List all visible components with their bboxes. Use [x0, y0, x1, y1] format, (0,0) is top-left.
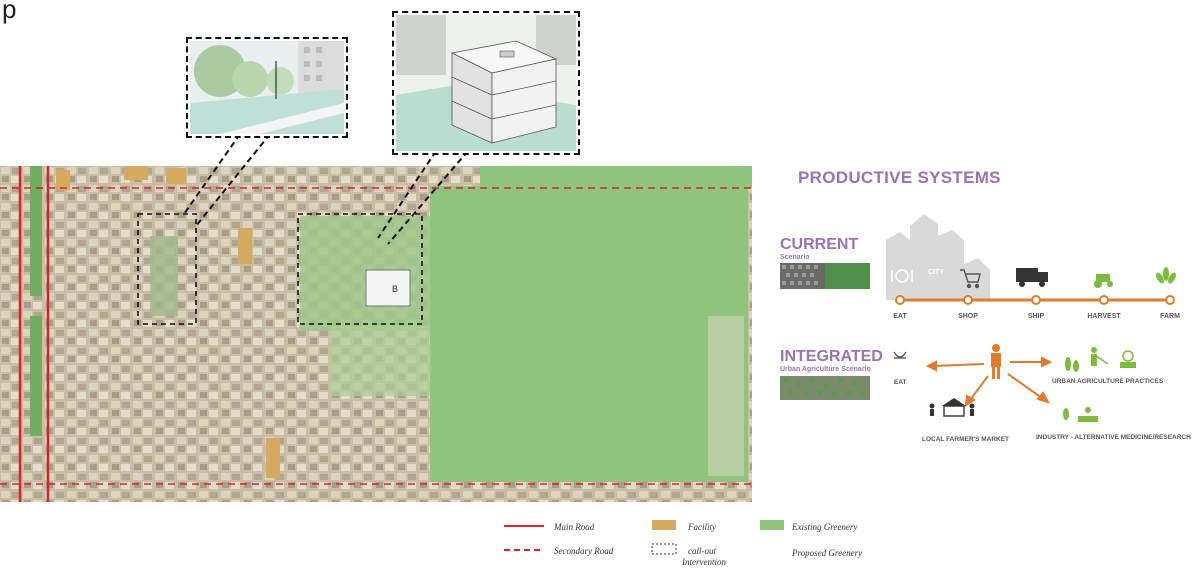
arrowhead — [1036, 391, 1051, 404]
open-green-space-south — [330, 326, 430, 396]
arrowhead — [1041, 356, 1053, 368]
flow-node-harvest — [1099, 295, 1109, 305]
existing-greenery-strip — [480, 166, 752, 188]
legend-main-road-label: Main Road — [554, 522, 595, 532]
productive-systems-title: PRODUCTIVE SYSTEMS — [798, 168, 1001, 187]
callout-box-left — [137, 213, 197, 325]
building-label: B — [392, 284, 398, 294]
legend-secondary-road-label: Secondary Road — [554, 546, 614, 556]
truck-icon — [1016, 268, 1048, 287]
plant-icon — [1156, 267, 1176, 284]
farmers-market-icon — [929, 398, 975, 417]
industry-icon — [1063, 407, 1098, 422]
leader-line — [377, 150, 437, 239]
facility — [166, 168, 186, 184]
park-rendering — [190, 41, 344, 134]
leader-line — [195, 133, 271, 227]
intervention-building — [365, 269, 411, 307]
industry-label: INDUSTRY - ALTERNATIVE MEDICINE/RESEARCH — [1036, 434, 1191, 441]
legend-facility-swatch — [652, 520, 676, 530]
current-scenario-pattern — [780, 263, 870, 289]
arrowhead — [925, 360, 937, 372]
flow-node-eat — [895, 295, 905, 305]
integrated-scenario-swatch — [780, 376, 870, 400]
legend-callout-label: call-out — [688, 546, 716, 556]
site-map-drawing: B — [0, 166, 752, 502]
arrow-to-industry — [1007, 373, 1043, 399]
legend-intervention-label: Intervention — [682, 557, 726, 567]
leader-line — [387, 150, 469, 245]
step-eat: EAT — [893, 313, 907, 320]
callout-building-model — [392, 11, 580, 155]
arrowhead — [964, 394, 976, 407]
proposed-greenery-left — [150, 236, 178, 316]
facility — [266, 438, 280, 478]
leader-line — [183, 133, 241, 215]
step-shop: SHOP — [958, 313, 978, 320]
city-label: CITY — [928, 269, 944, 276]
arrow-to-market — [969, 375, 989, 401]
building-rendering — [396, 15, 576, 151]
plate-icon — [893, 351, 907, 359]
urban-agriculture-practices-label: URBAN AGRICULTURE PRACTICES — [1052, 378, 1164, 385]
current-flow-diagram: CITY — [886, 214, 1176, 305]
legend-symbols — [504, 520, 784, 555]
existing-greenery-left-strip-2 — [30, 316, 42, 436]
integrated-scenario-subtitle: Urban Agriculture Scenario — [780, 366, 871, 373]
plate-icon — [891, 269, 913, 283]
integrated-flow-diagram — [893, 344, 1136, 422]
facility — [124, 166, 148, 180]
legend-existing-greenery-swatch — [760, 520, 784, 530]
urban-agriculture-icons — [1065, 347, 1136, 372]
flow-node-shop — [963, 295, 973, 305]
facility — [238, 228, 252, 264]
current-scenario-title: CURRENT — [780, 236, 859, 253]
step-harvest: HARVEST — [1087, 313, 1121, 320]
current-scenario-subtitle: Scenario — [780, 254, 810, 261]
city-silhouette — [886, 214, 990, 300]
callout-park-view — [186, 37, 348, 138]
integrated-scenario-pattern — [780, 376, 870, 400]
person-icon — [991, 344, 1001, 379]
existing-greenery-field — [430, 186, 748, 482]
tractor-icon — [1094, 274, 1113, 288]
step-farm: FARM — [1160, 313, 1180, 320]
step-ship: SHIP — [1027, 313, 1045, 320]
flow-node-farm — [1165, 295, 1175, 305]
current-scenario-swatch — [780, 263, 870, 289]
local-farmers-market-label: LOCAL FARMER'S MARKET — [922, 436, 1010, 443]
header-fragment: p — [2, 0, 17, 24]
legend-existing-greenery-label: Existing Greenery — [792, 522, 858, 532]
flow-node-ship — [1031, 295, 1041, 305]
shopping-cart-icon — [960, 269, 981, 289]
legend-proposed-greenery-label: Proposed Greenery — [792, 548, 863, 558]
site-map: B — [0, 166, 752, 502]
facility — [56, 170, 70, 190]
proposed-greenery-patch — [708, 316, 744, 476]
existing-greenery-left-strip — [30, 166, 42, 296]
legend-facility-label: Facility — [688, 522, 716, 532]
integrated-eat-label: EAT — [894, 379, 907, 386]
arrow-to-eat — [931, 363, 985, 367]
integrated-scenario-title: INTEGRATED — [780, 348, 883, 365]
legend-callout-swatch — [651, 543, 677, 555]
